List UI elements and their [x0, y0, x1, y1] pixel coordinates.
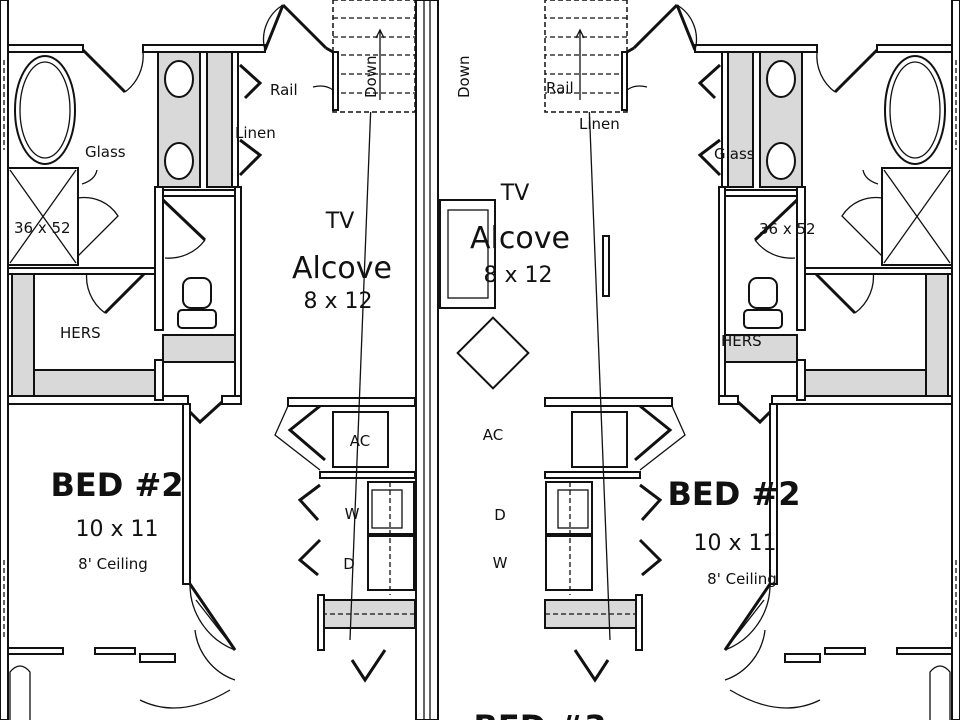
washer-label: W	[345, 505, 360, 523]
stair-direction-label: Down	[455, 55, 473, 98]
linen-label: Linen	[235, 124, 276, 142]
bedroom-size: 10 x 11	[694, 531, 777, 556]
washer-label: W	[493, 554, 508, 572]
closet-label: HERS	[60, 324, 101, 342]
armchair	[456, 316, 530, 390]
bedroom-size: 10 x 11	[76, 517, 159, 542]
party-wall	[415, 0, 439, 720]
closet-label: HERS	[721, 332, 762, 350]
stair-direction-label: Down	[362, 55, 380, 98]
linen-label: Linen	[579, 115, 620, 133]
alcove-size: 8 x 12	[484, 263, 553, 288]
alcove-size: 8 x 12	[304, 289, 373, 314]
right-unit	[543, 0, 960, 720]
dryer-label: D	[494, 506, 506, 524]
glass-label: Glass	[85, 143, 126, 161]
bedroom-ceiling: 8' Ceiling	[78, 555, 148, 573]
shower-size-label: 36 x 52	[759, 220, 816, 238]
left-unit	[0, 0, 417, 720]
left-labels: Down Rail Linen Glass 36 x 52 HERS TV Al…	[14, 55, 392, 573]
ac-label: AC	[483, 426, 503, 444]
alcove-label-line1: TV	[500, 181, 530, 206]
tv-unit	[602, 235, 610, 297]
bedroom-ceiling: 8' Ceiling	[707, 570, 777, 588]
dryer-label: D	[343, 555, 355, 573]
alcove-label-line2: Alcove	[470, 221, 570, 256]
bedroom-name: BED #2	[50, 466, 183, 504]
rail-label: Rail	[546, 79, 574, 97]
glass-label: Glass	[714, 145, 755, 163]
sofa	[439, 199, 496, 309]
alcove-label-line1: TV	[325, 209, 355, 234]
shower-size-label: 36 x 52	[14, 219, 71, 237]
ac-label: AC	[350, 432, 370, 450]
alcove-label-line2: Alcove	[292, 251, 392, 286]
bottom-room-label: BED #3	[473, 708, 606, 720]
rail-label: Rail	[270, 81, 298, 99]
right-labels: Down Rail Linen Glass 36 x 52 HERS TV Al…	[455, 55, 816, 720]
bedroom-name: BED #2	[667, 475, 800, 513]
